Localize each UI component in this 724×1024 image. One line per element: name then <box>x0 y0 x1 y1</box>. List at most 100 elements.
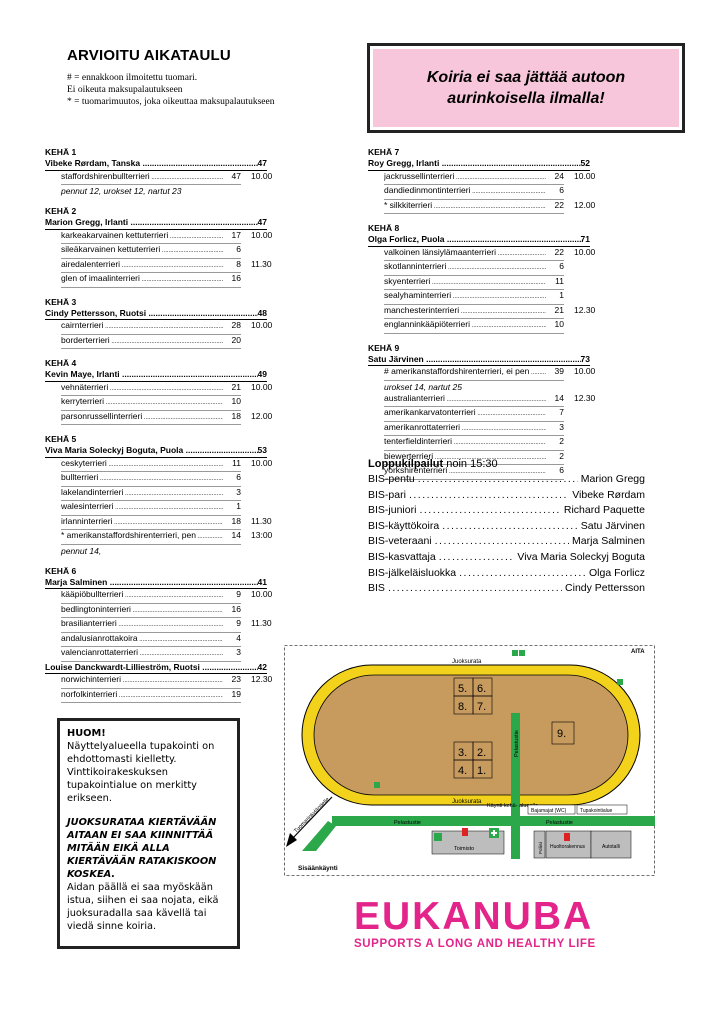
breed-time <box>574 422 614 437</box>
breed-count: 6 <box>559 261 564 271</box>
finals-class: BIS-juniori <box>368 504 417 517</box>
track-label-bottom: Juoksurata <box>452 799 482 805</box>
breed-time <box>574 436 614 451</box>
breed-count: 16 <box>231 273 241 283</box>
finals-judge: Marja Salminen <box>572 535 645 548</box>
judge-row: Kevin Maye, Irlanti49 <box>45 369 267 382</box>
breed-name: biewerterrieri <box>384 451 546 465</box>
ring-7 <box>472 695 493 715</box>
finals-judge: Vibeke Rørdam <box>572 488 645 501</box>
breed-time: 10.00 <box>574 366 596 376</box>
breed-count: 22 <box>554 199 564 210</box>
breed-row: irlanninterrieri1811.30 <box>45 515 345 530</box>
ring-heading: KEHÄ 1 <box>45 147 77 157</box>
finals-class: BIS-jälkeläisluokka <box>368 566 457 579</box>
breed-count: 9 <box>236 589 241 599</box>
breed-time <box>251 396 291 411</box>
breed-name: skotlanninterrieri <box>384 261 546 275</box>
finals-row: BIS-pentuMarion Gregg <box>368 472 645 488</box>
breed-name: sileäkarvainen kettuterrieri <box>61 244 223 258</box>
breed-time: 12.00 <box>574 199 596 210</box>
breed-count: 18 <box>231 515 241 526</box>
breed-count: 39 <box>554 366 564 376</box>
ring-1 <box>472 759 493 779</box>
exit-sign-icon <box>617 679 623 685</box>
breed-name: lakelandinterrieri <box>61 487 223 501</box>
ring-heading: KEHÄ 5 <box>45 434 77 444</box>
breed-count: 14 <box>231 530 241 540</box>
breed-time <box>251 604 291 619</box>
finals-row: BIS-jälkeläisluokkaOlga Forlicz <box>368 566 645 582</box>
breed-count: 16 <box>231 603 241 614</box>
breed-count: 2 <box>559 450 564 461</box>
ring-heading: KEHÄ 6 <box>45 565 77 576</box>
breed-name: skyenterrieri <box>384 276 546 290</box>
breed-entry: jackrussellinterrieri 24 <box>384 170 564 185</box>
breed-row: amerikankarvatonterrieri7 <box>368 407 668 422</box>
breed-count: 7 <box>559 407 564 417</box>
ring-heading: KEHÄ 9 <box>368 342 400 353</box>
breed-entry: lakelandinterrieri 3 <box>61 486 241 501</box>
judge-name: Vibeke Rørdam, Tanska <box>45 158 258 170</box>
first-aid-sign-icon <box>512 650 518 656</box>
breed-count: 23 <box>231 674 241 684</box>
fire-extinguisher-icon <box>462 828 468 836</box>
breed-row: englanninkääpiöterrieri10 <box>368 319 668 334</box>
breed-entry: amerikankarvatonterrieri7 <box>384 407 564 422</box>
breed-entry: walesinterrieri1 <box>61 501 241 516</box>
breed-name: walesinterrieri <box>61 501 223 515</box>
breed-count: 6 <box>559 465 564 475</box>
judge-row: Vibeke Rørdam, Tanska47 <box>45 158 267 171</box>
breed-row: manchesterinterrieri2112.30 <box>368 305 668 319</box>
breed-count: 11 <box>555 275 564 286</box>
breed-entry: sileäkarvainen kettuterrieri 6 <box>61 244 241 259</box>
breed-time <box>574 451 614 466</box>
logo-tagline: SUPPORTS A LONG AND HEALTHY LIFE <box>354 938 596 950</box>
breed-count: 24 <box>554 170 564 181</box>
finals-class: BIS <box>368 582 385 595</box>
breed-time: 12.00 <box>251 410 273 421</box>
judge-row: Viva Maria Soleckyj Boguta, Puola53 <box>45 445 267 458</box>
breed-entry: manchesterinterrieri21 <box>384 305 564 319</box>
ring-2-label: 2. <box>477 747 486 759</box>
breed-entry: kerryterrieri10 <box>61 396 241 411</box>
finals-dots <box>388 581 562 597</box>
car-warning-box: Koiria ei saa jättää autoon aurinkoisell… <box>367 43 685 133</box>
breed-time <box>251 244 291 259</box>
venue-map: AITA Juoksurata Juoksurata 5. 6. 8. 7. 3… <box>284 645 655 876</box>
sponsor-logo: EUKANUBA SUPPORTS A LONG AND HEALTHY LIF… <box>354 897 604 957</box>
breed-entry: englanninkääpiöterrieri10 <box>384 319 564 334</box>
breed-name: norwichinterrieri <box>61 674 223 688</box>
judge-count: 42 <box>257 661 267 672</box>
breed-time <box>251 487 291 502</box>
breed-name: karkeakarvainen kettuterrieri <box>61 230 223 244</box>
judge-name: Olga Forlicz, Puola <box>368 234 581 246</box>
breed-count: 6 <box>236 244 241 254</box>
breed-entry: airedalenterrieri8 <box>61 259 241 273</box>
breed-row: * amerikanstaffordshirenterrieri, pen141… <box>45 530 345 545</box>
breed-entry: bedlingtoninterrieri16 <box>61 603 241 618</box>
breed-name: kerryterrieri <box>61 396 223 410</box>
notice-fence-warning: JUOKSURATAA KIERTÄVÄÄN AITAAN EI SAA KII… <box>67 817 217 880</box>
breed-row: dandiedinmontinterrieri6 <box>368 185 668 200</box>
breed-count: 11 <box>232 457 241 468</box>
breed-entry: australianterrieri14 <box>384 393 564 407</box>
breed-count: 17 <box>231 229 241 240</box>
breed-count: 3 <box>236 486 241 497</box>
finals-judge: Richard Paquette <box>563 504 645 517</box>
entrance-label: Sisäänkäynti <box>298 865 338 872</box>
breed-name: jackrussellinterrieri <box>384 171 546 185</box>
breed-name: valencianrottaterrieri <box>61 647 223 661</box>
finals-class: BIS-pentu <box>368 473 415 485</box>
breed-row: ceskyterrieri1110.00 <box>45 457 345 472</box>
breed-row: bullterrieri6 <box>45 472 345 487</box>
finals-row: BIS-kasvattajaViva Maria Soleckyj Boguta <box>368 550 645 566</box>
note-line: Ei oikeuta maksupalautukseen <box>67 85 183 95</box>
breed-entry: tenterfieldinterrieri2 <box>384 436 564 451</box>
breed-count: 20 <box>231 334 241 345</box>
judge-name: Louise Danckwardt-Lillieström, Ruotsi <box>45 662 258 674</box>
breed-row: sealyhaminterrieri1 <box>368 290 668 305</box>
